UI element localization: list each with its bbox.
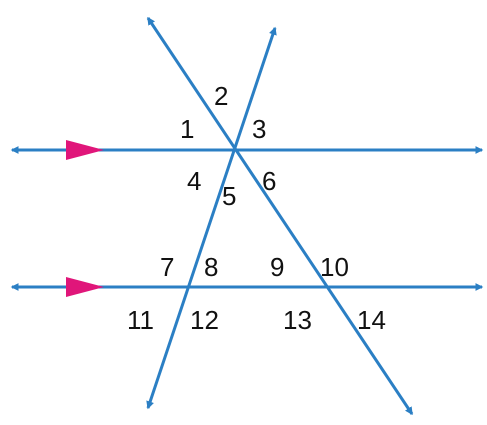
angle-label-14: 14 (357, 305, 386, 335)
angle-label-11: 11 (127, 305, 154, 335)
angle-label-12: 12 (190, 305, 219, 335)
angle-label-8: 8 (204, 252, 218, 282)
transversal-steep (146, 26, 277, 410)
angle-label-13: 13 (283, 305, 312, 335)
angle-label-4: 4 (187, 166, 201, 196)
angle-label-10: 10 (320, 252, 349, 282)
angle-label-6: 6 (262, 166, 276, 196)
angle-label-5: 5 (222, 181, 236, 211)
parallel-marker-upper (66, 140, 104, 160)
parallel-marker-lower (66, 277, 104, 297)
angle-label-2: 2 (214, 81, 228, 111)
transversal-diagonal (146, 16, 414, 416)
angle-label-9: 9 (270, 252, 284, 282)
angle-label-7: 7 (160, 252, 174, 282)
angle-label-3: 3 (252, 114, 266, 144)
angle-label-1: 1 (180, 114, 194, 144)
